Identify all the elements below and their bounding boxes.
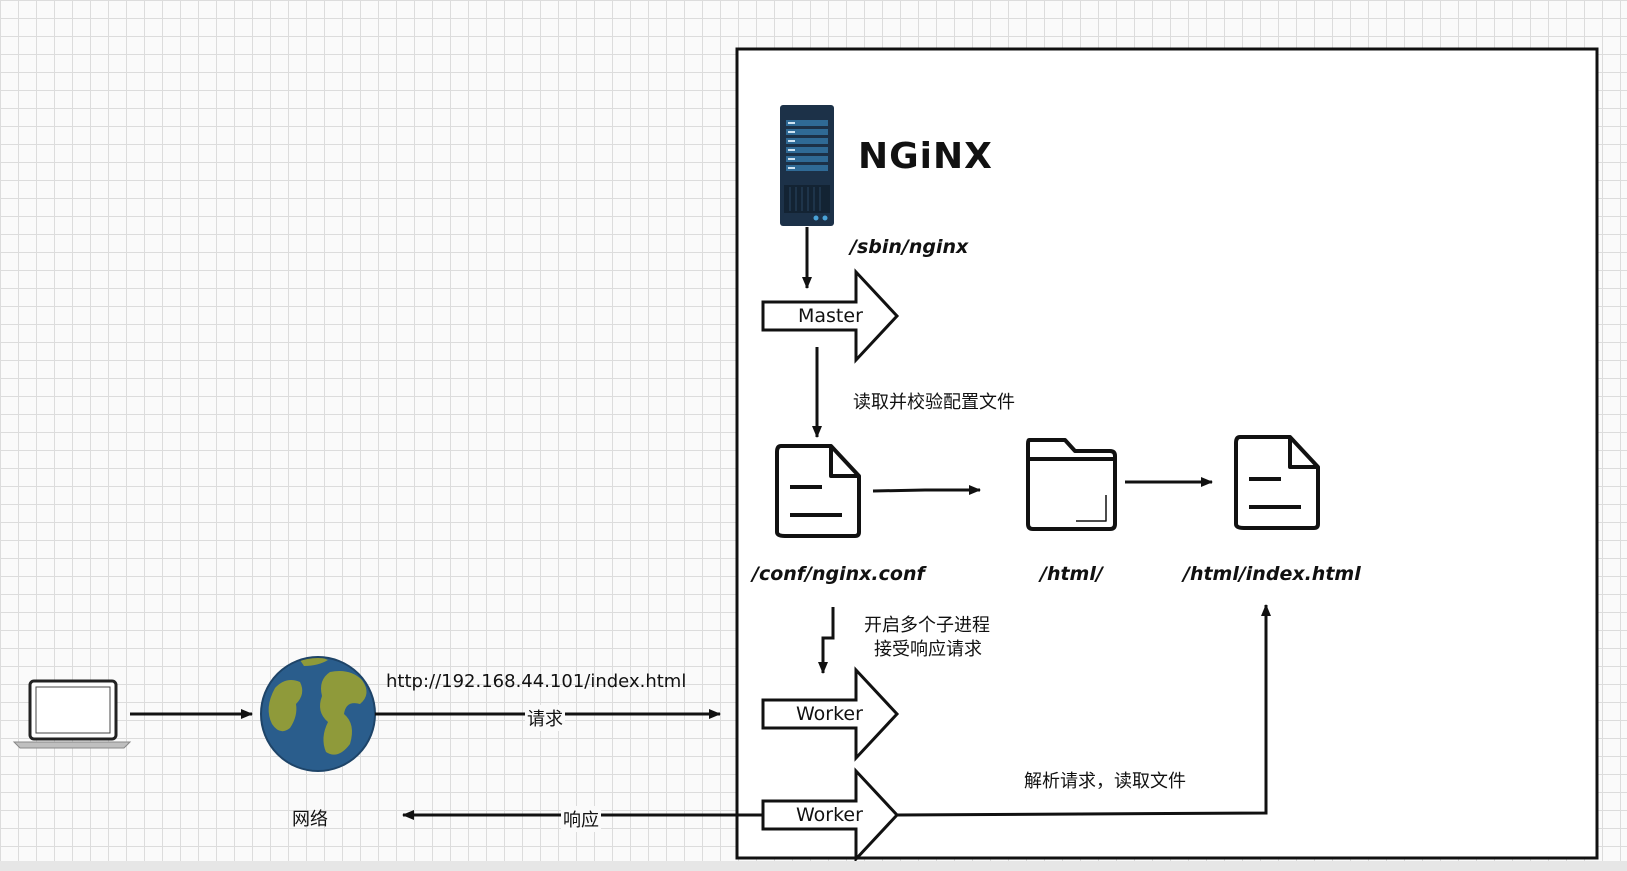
arrow-conf-to-worker [818, 607, 835, 674]
html-folder-icon [1026, 438, 1117, 531]
worker-process-shape-1 [761, 666, 900, 762]
request-url: http://192.168.44.101/index.html [386, 671, 687, 692]
binary-path-label: /sbin/nginx [850, 236, 969, 258]
spawn-note-line2: 接受响应请求 [874, 639, 982, 660]
bottom-scroll-strip [0, 861, 1627, 871]
master-label: Master [798, 305, 863, 327]
index-file-icon [1234, 435, 1320, 530]
server-icon [780, 105, 834, 226]
html-dir-path-label: /html/ [1040, 563, 1103, 585]
laptop-icon [12, 679, 132, 749]
arrow-conf-to-folder [872, 485, 981, 495]
response-label: 响应 [561, 806, 601, 832]
request-label: 请求 [525, 705, 565, 731]
globe-icon [260, 656, 376, 772]
read-config-note: 读取并校验配置文件 [853, 392, 1015, 413]
conf-file-icon [775, 444, 861, 538]
worker-label-1: Worker [796, 703, 863, 725]
conf-path-label: /conf/nginx.conf [752, 563, 925, 585]
worker-label-2: Worker [796, 804, 863, 826]
worker-process-shape-2 [761, 767, 900, 863]
master-process-shape [761, 268, 900, 364]
index-path-label: /html/index.html [1183, 563, 1361, 585]
spawn-note-line1: 开启多个子进程 [864, 615, 990, 636]
parse-request-note: 解析请求，读取文件 [1024, 771, 1186, 792]
network-label: 网络 [292, 809, 328, 830]
nginx-logo: NGiNX [858, 136, 993, 177]
arrow-worker-to-index [896, 604, 1271, 817]
